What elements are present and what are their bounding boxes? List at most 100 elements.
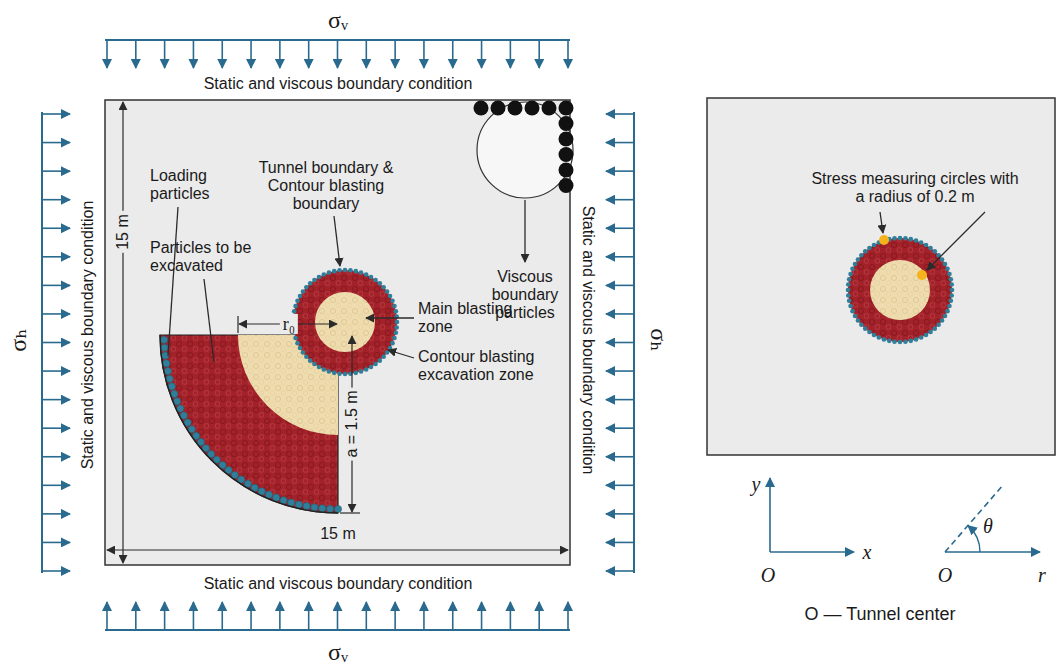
boundary-particle [887,339,892,344]
callout-label: Tunnel boundary & Contour blasting bound… [251,159,401,213]
boundary-particle [322,367,327,372]
boundary-particle [392,304,397,309]
boundary-particle [293,336,298,341]
stress-symbol: σₕ [5,328,32,351]
load-arrow [164,602,166,630]
load-arrow [42,427,70,429]
boundary-particle [856,257,861,262]
r-axis [945,551,1040,553]
boundary-particle [327,270,332,275]
stress-measuring-point [917,270,927,280]
angle-arc [968,526,980,552]
boundary-particle [373,278,378,283]
boundary-label: Static and viscous boundary condition [204,575,473,593]
viscous-particle [474,101,489,116]
tunnel-contour-zone [293,270,397,374]
dimension-label: a = 1.5 m [343,387,361,460]
axis-label: r [1038,564,1046,586]
load-arrow [606,399,634,401]
boundary-particle [295,299,300,304]
boundary-particle [848,304,853,309]
load-arrow [250,602,252,630]
boundary-particle [872,243,877,248]
load-arrow [538,602,540,630]
loading-particle [273,494,280,501]
load-arrow [308,40,310,68]
load-arrow [366,602,368,630]
boundary-particle [853,314,858,319]
loading-particle [163,360,170,367]
boundary-particle [945,309,950,314]
leader-line [524,200,525,262]
load-arrow [279,602,281,630]
origin-label: O [761,564,775,586]
load-arrow [42,313,70,315]
boundary-particle [390,299,395,304]
load-arrow [221,40,223,68]
boundary-particle [928,330,933,335]
boundary-label: Static and viscous boundary condition [579,206,597,475]
origin-label: O [938,564,952,586]
boundary-particle [848,272,853,277]
boundary-particle [943,314,948,319]
load-arrow [567,602,569,630]
load-arrow [193,602,195,630]
callout-label: Contour blasting excavation zone [418,348,552,384]
load-arrow [193,40,195,68]
boundary-particle [312,362,317,367]
boundary-particle [867,246,872,251]
load-arrow [42,342,70,344]
boundary-particle [914,337,919,342]
loading-particle [327,505,334,512]
stress-symbol: σₕ [646,328,673,351]
load-arrow [606,542,634,544]
boundary-particle [337,371,342,376]
boundary-particle [369,365,374,370]
boundary-particle [364,272,369,277]
axis-label: x [863,541,872,563]
boundary-particle [919,240,924,245]
boundary-particle [312,278,317,283]
load-arrow [394,602,396,630]
load-arrow [42,456,70,458]
leader-line [388,350,414,358]
load-arrow [337,40,339,68]
boundary-particle [924,333,929,338]
boundary-particle [295,341,300,346]
boundary-particle [940,257,945,262]
boundary-particle [903,236,908,241]
boundary-particle [863,249,868,254]
boundary-particle [298,346,303,351]
boundary-particle [394,325,399,330]
load-arrow [452,40,454,68]
load-arrow [42,227,70,229]
tunnel-main-zone [315,292,375,352]
load-arrow [452,602,454,630]
load-arrow [135,602,137,630]
loading-particle [303,503,310,510]
load-arrow [606,256,634,258]
leader-line [168,207,178,356]
load-arrow [510,602,512,630]
load-arrow [42,399,70,401]
loading-particle [311,504,318,511]
model-domain [707,98,1055,455]
load-arrow [606,570,634,572]
boundary-particle [385,289,390,294]
load-arrow [481,40,483,68]
boundary-particle [924,243,929,248]
boundary-particle [867,330,872,335]
dimension-label: 15 m [320,525,356,543]
load-arrow [42,199,70,201]
load-arrow [606,227,634,229]
boundary-particle [947,304,952,309]
load-arrow [538,40,540,68]
boundary-particle [892,236,897,241]
load-arrow [481,602,483,630]
loading-particle [171,390,178,397]
loading-particle [295,501,302,508]
boundary-particle [950,288,955,293]
axis-label: y [752,473,761,495]
tunnel-right-main-zone [870,260,930,320]
